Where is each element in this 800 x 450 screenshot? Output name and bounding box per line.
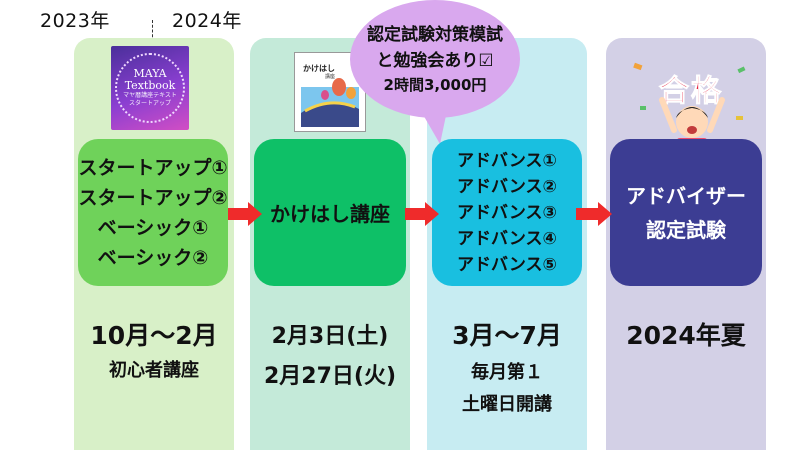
stage-3-item-2: アドバンス②	[457, 176, 557, 197]
textbook-ring-decoration: MAYA Textbook マヤ暦講座テキスト スタートアップ	[115, 53, 185, 123]
stage-4-box: アドバイザー 認定試験	[610, 139, 762, 286]
stage-1-note: 初心者講座	[109, 360, 199, 381]
speech-bubble-tail	[418, 106, 448, 144]
stage-3-note-line2: 土曜日開講	[462, 394, 552, 415]
bubble-line-2: と勉強会あり☑	[376, 51, 494, 71]
speech-bubble	[350, 0, 520, 118]
stage-3-item-4: アドバンス④	[457, 228, 557, 249]
stage-1-item-4: ベーシック②	[97, 246, 209, 269]
stage-2-item-1: かけはし講座	[270, 202, 390, 226]
stage-1-box: スタートアップ① スタートアップ② ベーシック① ベーシック②	[78, 139, 228, 286]
stage-4-item-1: アドバイザー	[626, 183, 746, 208]
arrow-right-icon	[576, 202, 612, 226]
stage-3-item-3: アドバンス③	[457, 202, 557, 223]
pass-badge: 合格	[659, 74, 723, 110]
bubble-line-3: 2時間3,000円	[383, 76, 487, 94]
textbook-title-line1: MAYA	[133, 67, 167, 80]
kakehashi-book-subtitle: 講座	[325, 74, 336, 80]
stage-1-period: 10月～2月	[90, 321, 218, 350]
textbook-subtitle-line2: スタートアップ	[128, 100, 171, 107]
stage-4-item-2: 認定試験	[646, 217, 726, 242]
arrow-right-icon	[405, 202, 439, 226]
stage-2-period-line1: 2月3日(土)	[271, 324, 389, 349]
kakehashi-book-title: かけはし	[303, 64, 335, 73]
stage-3-box: アドバンス① アドバンス② アドバンス③ アドバンス④ アドバンス⑤	[432, 139, 582, 286]
textbook-title-line2: Textbook	[124, 79, 176, 92]
stage-3-note-line1: 毎月第１	[471, 362, 543, 383]
stage-2-box: かけはし講座	[254, 139, 406, 286]
arrow-right-icon	[228, 202, 262, 226]
year-divider	[152, 20, 153, 42]
stage-1-item-3: ベーシック①	[97, 216, 209, 239]
textbook-subtitle-line1: マヤ暦講座テキスト	[123, 92, 177, 99]
year-2024-label: 2024年	[172, 10, 242, 32]
stage-2-period-line2: 2月27日(火)	[263, 364, 397, 389]
year-2023-label: 2023年	[40, 10, 110, 32]
stage-1-item-1: スタートアップ①	[78, 156, 228, 179]
maya-textbook-image: MAYA Textbook マヤ暦講座テキスト スタートアップ	[111, 46, 189, 130]
stage-3-item-5: アドバンス⑤	[457, 254, 557, 275]
stage-1-item-2: スタートアップ②	[78, 186, 228, 209]
stage-3-period: 3月～7月	[452, 321, 562, 350]
stage-4-period: 2024年夏	[626, 321, 746, 350]
bubble-line-1: 認定試験対策模試	[367, 25, 503, 45]
stage-3-item-1: アドバンス①	[457, 150, 557, 171]
balloon-illustration	[301, 78, 359, 127]
celebrating-person-icon	[633, 62, 746, 150]
